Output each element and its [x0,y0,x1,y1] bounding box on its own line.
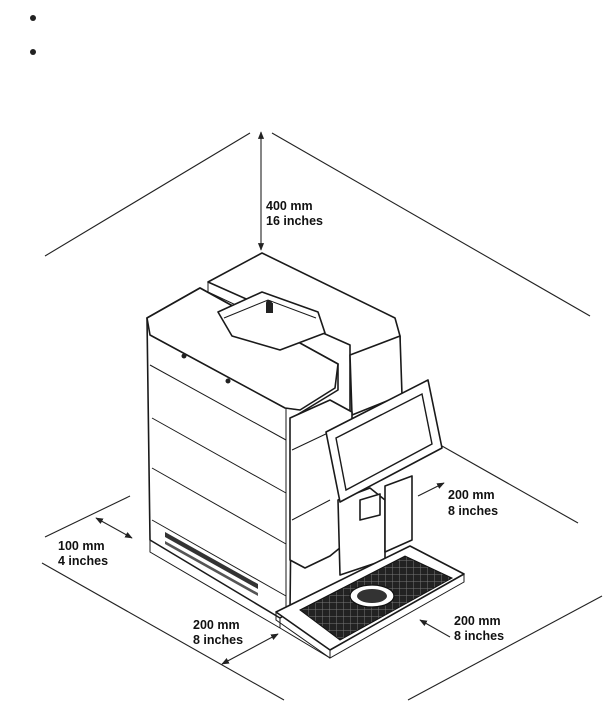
label-left-clearance: 100 mm 4 inches [58,539,108,568]
bullet-point-2 [30,49,36,55]
top-metric: 400 mm [266,199,313,213]
dimension-arrows [95,131,451,665]
left-imperial: 4 inches [58,554,108,568]
top-imperial: 16 inches [266,214,323,228]
clearance-envelope [41,132,603,701]
right-upper-metric: 200 mm [448,488,495,502]
left-metric: 100 mm [58,539,105,553]
bullet-point-1 [30,15,36,21]
right-lower-imperial: 8 inches [454,629,504,643]
right-upper-imperial: 8 inches [448,504,498,518]
front-imperial: 8 inches [193,633,243,647]
coffee-machine-illustration [146,252,465,659]
label-front-clearance: 200 mm 8 inches [193,618,243,647]
front-metric: 200 mm [193,618,240,632]
label-right-lower-clearance: 200 mm 8 inches [454,614,504,643]
label-right-upper-clearance: 200 mm 8 inches [448,488,498,518]
label-top-clearance: 400 mm 16 inches [266,199,323,228]
right-lower-metric: 200 mm [454,614,501,628]
